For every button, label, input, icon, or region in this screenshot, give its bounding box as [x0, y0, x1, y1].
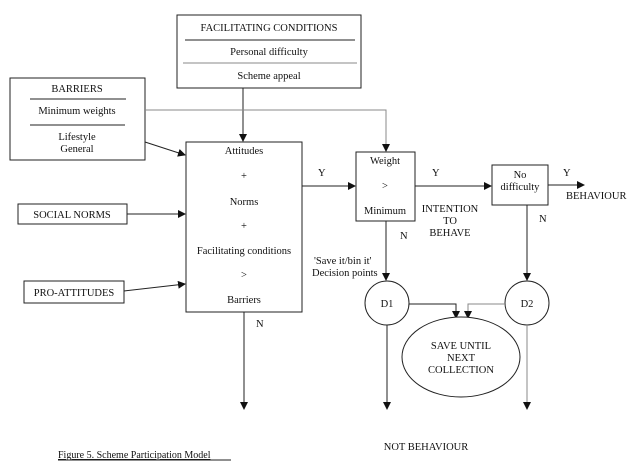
weight-greater-than: >	[382, 181, 388, 192]
central-facilitating: Facilitating conditions	[197, 246, 291, 257]
save-line-2: NEXT	[447, 353, 476, 364]
central-greater-than: >	[241, 270, 247, 281]
decision-node-d1: D1	[364, 280, 410, 326]
save-line-3: COLLECTION	[428, 365, 494, 376]
arrow-pro-attitudes-to-central	[123, 280, 186, 292]
no-label-central: N	[256, 319, 264, 330]
difficulty-line-1: No	[514, 170, 527, 181]
figure-caption: Figure 5. Scheme Participation Model	[58, 450, 211, 461]
facilitating-conditions-box: FACILITATING CONDITIONS Personal difficu…	[176, 14, 362, 89]
central-plus-2: +	[241, 221, 247, 232]
central-decision-box: Attitudes + Norms + Facilitating conditi…	[185, 141, 303, 313]
behaviour-label: BEHAVIOUR	[566, 191, 626, 202]
intention-line-3: BEHAVE	[429, 228, 470, 239]
decision-node-d2: D2	[504, 280, 550, 326]
yes-label-difficulty: Y	[563, 168, 571, 179]
central-attitudes: Attitudes	[225, 146, 264, 157]
arrow-d2-to-save	[464, 303, 505, 319]
no-label-difficulty: N	[539, 214, 547, 225]
social-norms-box: SOCIAL NORMS	[17, 203, 128, 225]
decision-points-line-1: 'Save it/bin it'	[314, 256, 372, 267]
facilitating-conditions-title: FACILITATING CONDITIONS	[201, 23, 338, 34]
central-barriers: Barriers	[227, 295, 261, 306]
barriers-title: BARRIERS	[51, 84, 103, 95]
no-difficulty-box: No difficulty	[491, 164, 549, 206]
arrow-d1-to-save	[409, 303, 460, 319]
difficulty-line-2: difficulty	[501, 182, 541, 193]
arrow-barriers-to-weight	[145, 109, 390, 152]
central-plus-1: +	[241, 171, 247, 182]
weight-minimum: Minimum	[364, 206, 406, 217]
pro-attitudes-label: PRO-ATTITUDES	[34, 288, 115, 299]
central-norms: Norms	[230, 197, 259, 208]
d2-label: D2	[521, 299, 534, 310]
no-label-weight: N	[400, 231, 408, 242]
weight-label: Weight	[370, 156, 400, 167]
barriers-general: General	[60, 144, 93, 155]
barriers-box: BARRIERS Minimum weights Lifestyle Gener…	[9, 77, 146, 161]
yes-label-weight: Y	[432, 168, 440, 179]
social-norms-label: SOCIAL NORMS	[33, 210, 111, 221]
intention-line-2: TO	[443, 216, 457, 227]
arrow-barriers-to-central	[144, 141, 186, 157]
barriers-lifestyle: Lifestyle	[58, 132, 96, 143]
yes-label-central: Y	[318, 168, 326, 179]
facilitating-item-personal-difficulty: Personal difficulty	[230, 47, 308, 58]
save-line-1: SAVE UNTIL	[431, 341, 491, 352]
decision-points-line-2: Decision points	[312, 268, 378, 279]
barriers-item-minimum-weights: Minimum weights	[38, 106, 115, 117]
not-behaviour-label: NOT BEHAVIOUR	[384, 442, 469, 453]
facilitating-item-scheme-appeal: Scheme appeal	[237, 71, 300, 82]
pro-attitudes-box: PRO-ATTITUDES	[23, 280, 125, 304]
d1-label: D1	[381, 299, 394, 310]
weight-box: Weight > Minimum	[355, 151, 416, 222]
save-until-collection-ellipse: SAVE UNTIL NEXT COLLECTION	[401, 316, 521, 398]
intention-line-1: INTENTION	[422, 204, 479, 215]
